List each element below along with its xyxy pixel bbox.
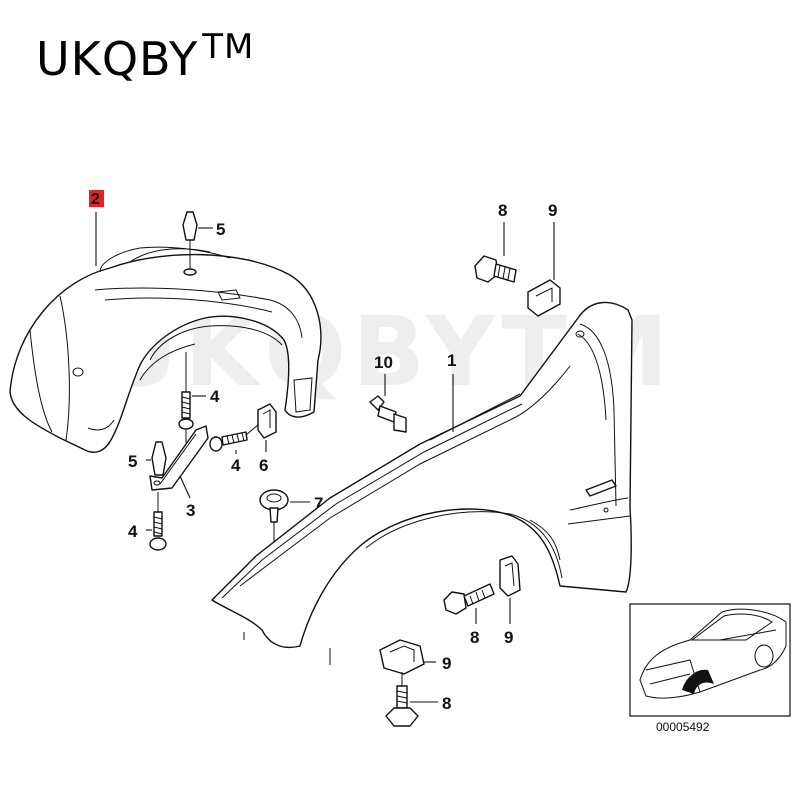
bracket-3 [149, 425, 209, 491]
screw-horizontal [209, 424, 259, 452]
screw-upper [178, 352, 194, 450]
trademark-mark: TM [202, 27, 255, 67]
clip-nut-9-top [527, 279, 561, 317]
highlight-box-2 [89, 190, 104, 207]
callout-4-lower: 4 [128, 522, 138, 541]
callout-6: 6 [259, 456, 268, 475]
callout-2: 2 [91, 191, 100, 208]
callout-5-top: 5 [216, 220, 225, 239]
wheel-arch-liner [9, 246, 322, 453]
bolt-8-mid [443, 583, 495, 615]
callout-7: 7 [314, 494, 323, 513]
front-fender [211, 301, 633, 649]
car-overview-inset [629, 603, 791, 717]
callout-4-mid: 4 [231, 456, 241, 475]
callout-9-mid: 9 [504, 628, 513, 647]
clip-nut-6 [257, 403, 277, 439]
callout-9-bottom: 9 [442, 654, 451, 673]
callout-8-mid: 8 [470, 628, 479, 647]
expanding-rivet-lower [151, 441, 167, 476]
clip-nut-9-bottom [379, 639, 425, 675]
clip-nut-9-mid [499, 555, 521, 597]
screw-lower [149, 492, 167, 551]
bolt-10 [369, 395, 407, 433]
callout-5-lower: 5 [128, 452, 137, 471]
callout-9-top: 9 [548, 201, 557, 220]
callout-10: 10 [374, 353, 393, 372]
callout-8-top: 8 [498, 201, 507, 220]
callout-8-bottom: 8 [442, 694, 451, 713]
callout-3: 3 [186, 501, 195, 520]
push-clip-7 [259, 489, 289, 552]
bolt-8-top [474, 255, 517, 283]
expanding-rivet-top [182, 211, 198, 276]
bolt-8-bottom [385, 672, 419, 727]
brand-name: UKQBY [36, 32, 199, 86]
inset-reference-number: 00005492 [656, 720, 710, 734]
callout-1: 1 [447, 351, 456, 370]
callout-4-upper: 4 [210, 387, 220, 406]
